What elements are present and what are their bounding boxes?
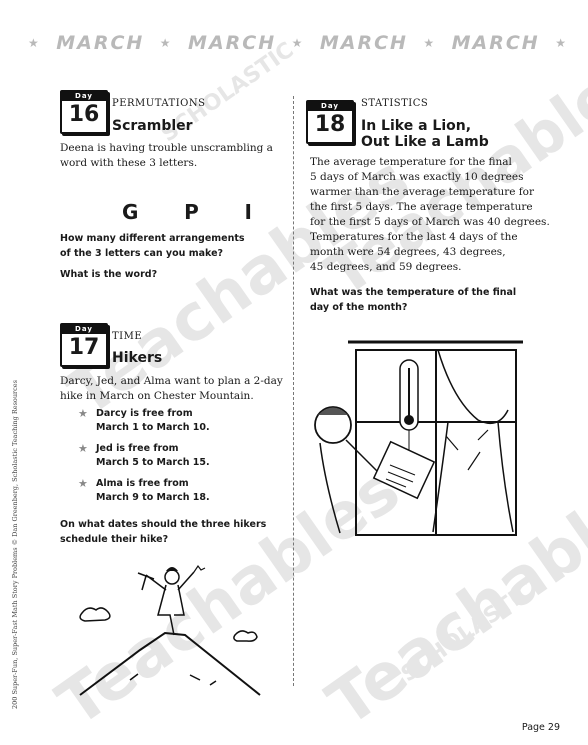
text-line: for the first 5 days of March was 40 deg… — [310, 216, 550, 228]
day-number: 17 — [68, 335, 100, 360]
text-line: the first 5 days. The average temperatur… — [310, 201, 533, 213]
day-tab: Day — [308, 102, 352, 111]
day-16-badge: Day 16 — [60, 90, 108, 134]
text-line: day of the month? — [310, 302, 408, 313]
day-18-title: In Like a Lion, Out Like a Lamb — [361, 118, 489, 150]
day-17-badge: Day 17 — [60, 323, 108, 367]
day-17-category: TIME — [112, 331, 143, 342]
side-credit: 200 Super-Fun, Super-Fast Math Story Pro… — [11, 380, 19, 709]
star-icon: ★ — [555, 36, 568, 50]
month-banner: ★ MARCH ★ MARCH ★ MARCH ★ MARCH ★ — [28, 30, 568, 56]
day-17-body: Darcy, Jed, and Alma want to plan a 2-da… — [60, 374, 290, 404]
text-line: 45 degrees, and 59 degrees. — [310, 261, 462, 273]
text-line: March 5 to March 15. — [96, 457, 210, 468]
text-line: word with these 3 letters. — [60, 157, 198, 169]
letter: I — [244, 200, 252, 224]
banner-word: MARCH — [451, 32, 540, 54]
text-line: In Like a Lion, — [361, 118, 472, 134]
star-icon: ★ — [291, 36, 305, 50]
letter: G — [122, 200, 139, 224]
day-16-body: Deena is having trouble unscrambling a w… — [60, 141, 285, 171]
text-line: schedule their hike? — [60, 534, 169, 545]
day-number: 16 — [68, 102, 100, 127]
day-18-category: STATISTICS — [361, 98, 429, 109]
text-line: The average temperature for the final — [310, 156, 512, 168]
text-line: month were 54 degrees, 43 degrees, — [310, 246, 506, 258]
day-number: 18 — [314, 112, 346, 137]
day-16-title: Scrambler — [112, 118, 193, 134]
star-icon: ★ — [423, 36, 437, 50]
star-icon: ★ — [28, 36, 41, 50]
star-bullet-icon: ★ — [78, 442, 88, 455]
text-line: Darcy, Jed, and Alma want to plan a 2-da… — [60, 375, 283, 387]
text-line: Darcy is free from — [96, 408, 193, 419]
day-18-badge: Day 18 — [306, 100, 354, 144]
star-bullet-icon: ★ — [78, 477, 88, 490]
text-line: What is the word? — [60, 269, 158, 280]
star-icon: ★ — [159, 36, 173, 50]
watermark-publisher: SCHOLASTIC — [396, 577, 539, 688]
day-tab: Day — [62, 92, 106, 101]
text-line: Out Like a Lamb — [361, 134, 489, 150]
text-line: Temperatures for the last 4 days of the — [310, 231, 518, 243]
text-line: March 9 to March 18. — [96, 492, 210, 503]
day-16-question: How many different arrangements of the 3… — [60, 231, 290, 282]
banner-word: MARCH — [56, 32, 145, 54]
text-line: March 1 to March 10. — [96, 422, 210, 433]
star-bullet-icon: ★ — [78, 407, 88, 420]
scrambled-letters: G P I — [122, 200, 252, 224]
text-line: 5 days of March was exactly 10 degrees — [310, 171, 524, 183]
page-number: Page 29 — [521, 722, 560, 733]
day-18-body: The average temperature for the final 5 … — [310, 155, 570, 275]
text-line: Deena is having trouble unscrambling a — [60, 142, 273, 154]
letter: P — [184, 200, 199, 224]
day-17-title: Hikers — [112, 350, 163, 366]
window-thermometer-illustration — [314, 340, 523, 536]
text-line: hike in March on Chester Mountain. — [60, 390, 254, 402]
column-divider — [293, 96, 294, 686]
day-16-category: PERMUTATIONS — [112, 98, 206, 109]
text-line: Jed is free from — [96, 443, 179, 454]
banner-word: MARCH — [188, 32, 277, 54]
text-line: of the 3 letters can you make? — [60, 248, 224, 259]
text-line: warmer than the average temperature for — [310, 186, 535, 198]
text-line: Alma is free from — [96, 478, 189, 489]
text-line: On what dates should the three hikers — [60, 519, 267, 530]
text-line: How many different arrangements — [60, 233, 245, 244]
hiker-illustration — [79, 564, 261, 696]
text-line: What was the temperature of the final — [310, 287, 517, 298]
day-17-question: On what dates should the three hikers sc… — [60, 517, 290, 547]
day-tab: Day — [62, 325, 106, 334]
day-18-question: What was the temperature of the final da… — [310, 285, 570, 315]
banner-word: MARCH — [319, 32, 408, 54]
